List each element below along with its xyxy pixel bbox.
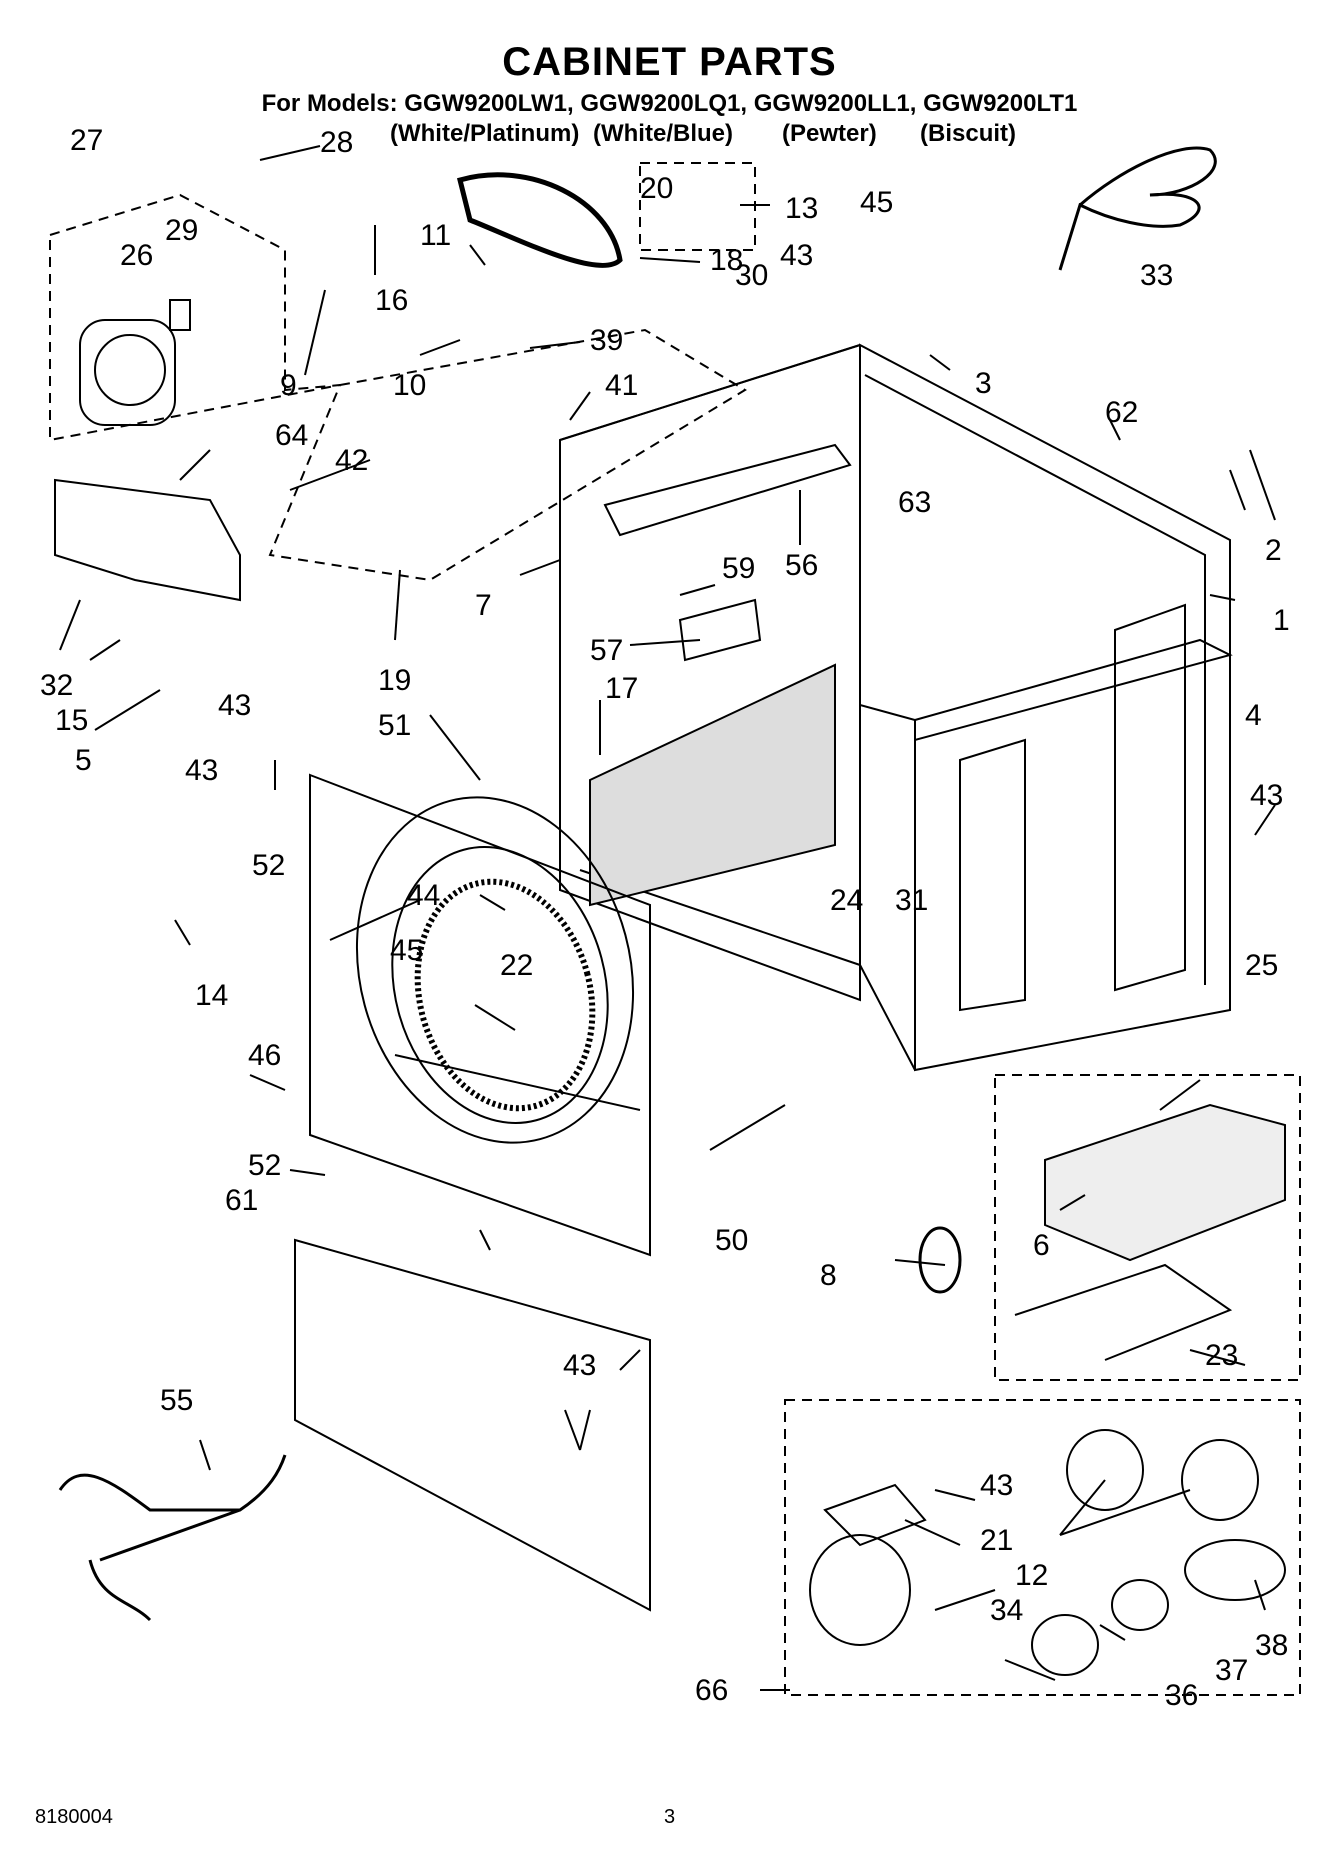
callout-50: 50 (715, 1224, 748, 1257)
variant-biscuit: (Biscuit) (920, 120, 1016, 147)
bracket-56 (603, 443, 852, 537)
callout-24: 24 (830, 884, 863, 917)
callout-7: 7 (475, 589, 492, 622)
callout-41: 41 (605, 369, 638, 402)
callout-63: 63 (898, 486, 931, 519)
cap-12-a (1066, 1429, 1144, 1511)
callout-52-b: 52 (248, 1149, 281, 1182)
variant-white-platinum: (White/Platinum) (390, 120, 580, 147)
duct-38 (1184, 1539, 1286, 1601)
motor-26 (79, 299, 191, 426)
group-66-box (784, 1399, 1301, 1696)
callout-29: 29 (165, 214, 198, 247)
callout-59: 59 (722, 552, 755, 585)
callout-43-d: 43 (1250, 779, 1283, 812)
callout-17: 17 (605, 672, 638, 705)
callout-43-b: 43 (218, 689, 251, 722)
drawer-6 (1044, 1103, 1286, 1262)
toe-panel-61 (294, 1238, 651, 1612)
callout-28: 28 (320, 126, 353, 159)
group-13-box (639, 162, 756, 251)
variant-pewter: (Pewter) (782, 120, 877, 147)
callout-15: 15 (55, 704, 88, 737)
callout-12: 12 (1015, 1559, 1048, 1592)
rod-23 (1014, 1263, 1233, 1361)
motor-mount-32 (54, 478, 241, 602)
callout-19: 19 (378, 664, 411, 697)
callout-39: 39 (590, 324, 623, 357)
callout-31: 31 (895, 884, 928, 917)
callout-43-c: 43 (185, 754, 218, 787)
callout-33: 33 (1140, 259, 1173, 292)
callout-11: 11 (420, 219, 451, 252)
callout-43-a: 43 (780, 239, 813, 272)
callout-14: 14 (195, 979, 228, 1012)
front-panel-51 (309, 773, 651, 1257)
leveling-foot-8 (918, 1226, 962, 1294)
callout-4: 4 (1245, 699, 1262, 732)
callout-34: 34 (990, 1594, 1023, 1627)
callout-57: 57 (590, 634, 623, 667)
callout-27: 27 (70, 124, 103, 157)
page-title: CABINET PARTS (502, 40, 837, 84)
drive-belt-30 (456, 172, 623, 268)
callout-61: 61 (225, 1184, 258, 1217)
callout-26: 26 (120, 239, 153, 272)
harness-19-outline (268, 328, 747, 582)
elbow-34 (809, 1534, 911, 1646)
models-line: For Models: GGW9200LW1, GGW9200LQ1, GGW9… (261, 90, 1078, 117)
callout-3: 3 (975, 367, 992, 400)
callout-8: 8 (820, 1259, 837, 1292)
callout-2: 2 (1265, 534, 1282, 567)
callout-21: 21 (980, 1524, 1013, 1557)
callout-64: 64 (275, 419, 308, 452)
callout-22: 22 (500, 949, 533, 982)
cap-12-b (1181, 1439, 1259, 1521)
callout-9: 9 (280, 369, 297, 402)
callout-51: 51 (378, 709, 411, 742)
callout-13: 13 (785, 192, 818, 225)
callout-38: 38 (1255, 1629, 1288, 1662)
clamp-37 (1111, 1579, 1169, 1631)
callout-1: 1 (1273, 604, 1290, 637)
document-number: 8180004 (35, 1806, 113, 1828)
wire-harness-55 (58, 1454, 287, 1622)
power-cord-33 (1058, 146, 1217, 271)
callout-5: 5 (75, 744, 92, 777)
callout-25: 25 (1245, 949, 1278, 982)
callout-43-f: 43 (980, 1469, 1013, 1502)
plate-21 (823, 1483, 927, 1547)
callout-43-e: 43 (563, 1349, 596, 1382)
label-57 (678, 598, 762, 662)
callout-52-a: 52 (252, 849, 285, 882)
callout-44: 44 (407, 879, 440, 912)
callout-62: 62 (1105, 396, 1138, 429)
callout-10: 10 (393, 369, 426, 402)
page-number: 3 (664, 1806, 676, 1828)
callout-45-a: 45 (860, 186, 893, 219)
variant-white-blue: (White/Blue) (593, 120, 733, 147)
callout-46: 46 (248, 1039, 281, 1072)
callout-45-b: 45 (390, 934, 423, 967)
callout-32: 32 (40, 669, 73, 702)
callout-16: 16 (375, 284, 408, 317)
callout-30: 30 (735, 259, 768, 292)
cabinet-body (559, 343, 1233, 1072)
callout-55: 55 (160, 1384, 193, 1417)
callout-42: 42 (335, 444, 368, 477)
callout-36: 36 (1165, 1679, 1198, 1712)
callout-20: 20 (640, 172, 673, 205)
connector-36 (1031, 1614, 1099, 1676)
callout-66: 66 (695, 1674, 728, 1707)
leader-lines (59, 145, 1276, 1691)
callout-56: 56 (785, 549, 818, 582)
callout-37: 37 (1215, 1654, 1248, 1687)
callout-23: 23 (1205, 1339, 1238, 1372)
callout-labels: 27 28 29 26 16 11 9 10 39 30 20 18 13 43… (40, 124, 1290, 1712)
rear-grille (589, 663, 836, 907)
callout-18: 18 (710, 244, 743, 277)
motor-group-outline (49, 193, 341, 442)
callout-6: 6 (1033, 1229, 1050, 1262)
